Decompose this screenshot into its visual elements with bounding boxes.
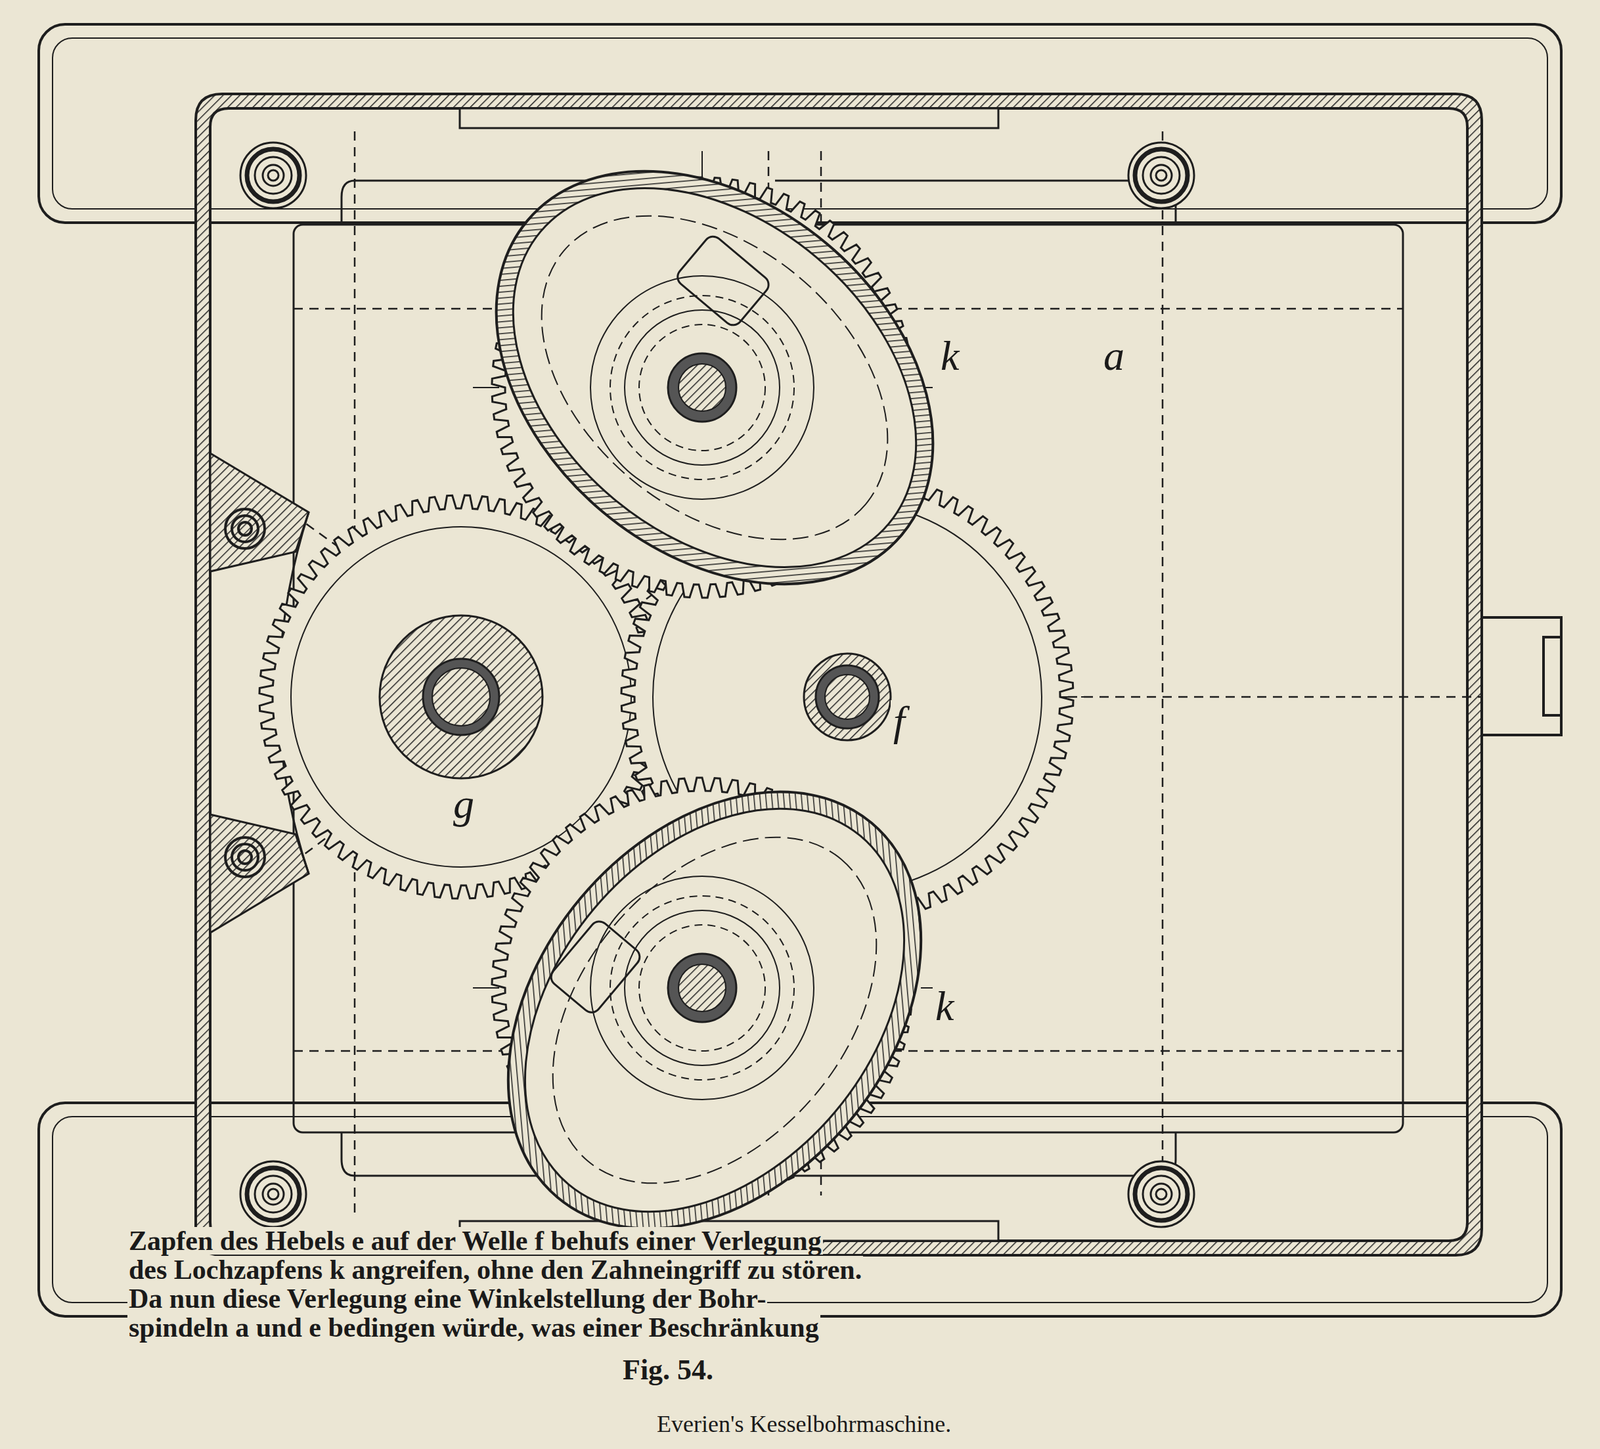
cam-gear — [415, 86, 1015, 669]
bolt — [1128, 142, 1195, 209]
part-label: k — [937, 334, 962, 378]
part-label: a — [1100, 334, 1128, 378]
part-label: g — [450, 782, 477, 825]
text-line: spindeln a und e bedingen würde, was ein… — [127, 1313, 821, 1342]
mounting-bar — [38, 24, 1562, 223]
spigot — [1481, 617, 1562, 735]
text-line: Zapfen des Hebels e auf der Welle f behu… — [127, 1226, 823, 1255]
part-label: k — [932, 985, 957, 1028]
caption-subtitle: Everien's Kesselbohrmaschine. — [656, 1412, 952, 1436]
part-label: f — [890, 700, 908, 743]
cam-gear — [423, 710, 1006, 1310]
bolt — [240, 142, 307, 209]
figure-caption: Fig. 54. — [622, 1355, 714, 1385]
bolt — [225, 837, 265, 877]
bolt — [240, 1161, 307, 1227]
text-line: Da nun diese Verlegung eine Winkelstellu… — [127, 1284, 768, 1313]
bolt — [225, 509, 265, 549]
text-line: des Lochzapfens k angreifen, ohne den Za… — [127, 1255, 864, 1284]
bolt — [1128, 1161, 1195, 1227]
